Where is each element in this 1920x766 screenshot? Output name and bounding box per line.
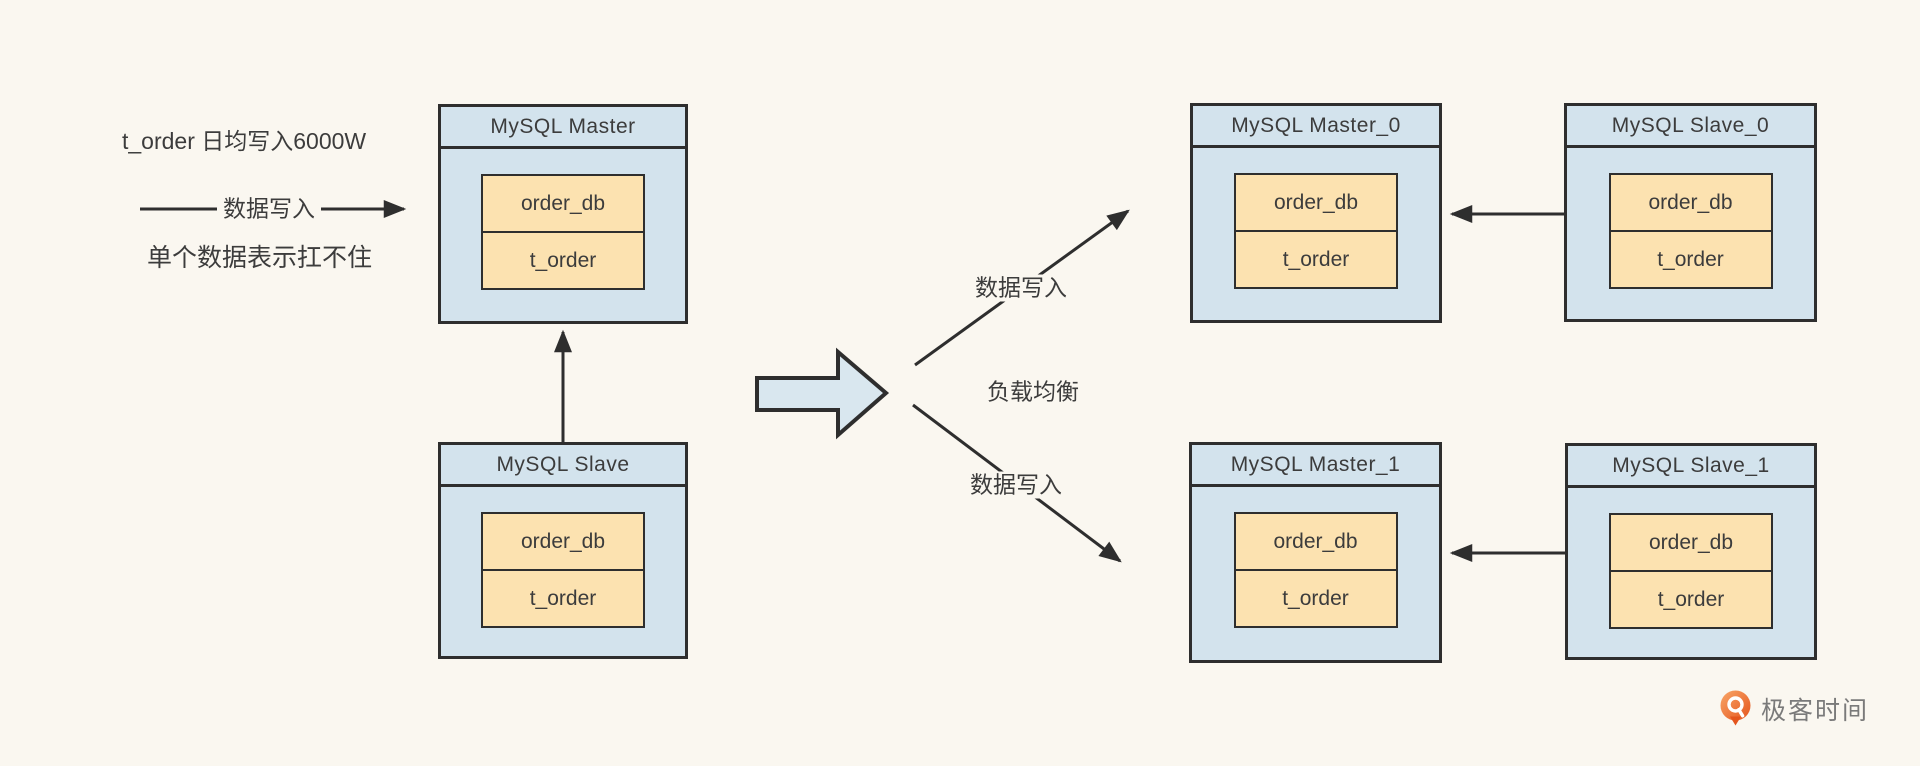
table-name: t_order	[483, 569, 643, 626]
mysql-slave-title: MySQL Slave	[441, 445, 685, 487]
mysql-slave1-node: MySQL Slave_1 order_db t_order	[1565, 443, 1817, 660]
db-name: order_db	[1273, 529, 1358, 553]
db-name: order_db	[520, 191, 606, 215]
annotation-daily-writes: t_order 日均写入6000W	[122, 128, 367, 154]
lower-write-label: 数据写入	[964, 471, 1068, 499]
write-arrow-left-label: 数据写入	[217, 195, 321, 223]
mysql-slave0-node: MySQL Slave_0 order_db t_order	[1564, 103, 1817, 322]
geektime-icon	[1720, 690, 1751, 726]
geektime-logo: 极客时间	[1720, 690, 1869, 732]
table-name: t_order	[483, 231, 643, 288]
mysql-slave1-db-box: order_db t_order	[1609, 513, 1773, 629]
mysql-master-title: MySQL Master	[441, 107, 685, 149]
mysql-slave0-title: MySQL Slave_0	[1567, 106, 1814, 148]
table-name: t_order	[1236, 230, 1396, 287]
mysql-master1-db-box: order_db t_order	[1233, 512, 1398, 628]
load-balance-label: 负载均衡	[987, 378, 1079, 405]
mysql-master0-title: MySQL Master_0	[1193, 106, 1439, 148]
db-name: order_db	[1273, 190, 1359, 214]
mysql-master1-title: MySQL Master_1	[1192, 445, 1439, 487]
mysql-master0-db-box: order_db t_order	[1234, 173, 1398, 289]
mysql-master-db-box: order_db t_order	[481, 174, 645, 290]
table-name: t_order	[1610, 230, 1771, 287]
mysql-slave-node: MySQL Slave order_db t_order	[438, 442, 688, 659]
mysql-slave-db-box: order_db t_order	[481, 512, 645, 628]
annotation-single-table: 单个数据表示扛不住	[147, 244, 373, 272]
table-name: t_order	[1611, 570, 1771, 627]
upper-write-label: 数据写入	[969, 274, 1073, 302]
db-name: order_db	[1648, 190, 1733, 214]
mysql-slave0-db-box: order_db t_order	[1608, 173, 1773, 289]
geektime-wordmark: 极客时间	[1761, 696, 1870, 725]
db-name: order_db	[520, 529, 606, 553]
mysql-slave1-title: MySQL Slave_1	[1568, 446, 1814, 488]
mysql-master0-node: MySQL Master_0 order_db t_order	[1190, 103, 1442, 323]
db-name: order_db	[1648, 530, 1734, 554]
scale-out-block-arrow	[755, 347, 890, 440]
mysql-master1-node: MySQL Master_1 order_db t_order	[1189, 442, 1442, 663]
mysql-master-node: MySQL Master order_db t_order	[438, 104, 688, 324]
table-name: t_order	[1235, 569, 1396, 626]
